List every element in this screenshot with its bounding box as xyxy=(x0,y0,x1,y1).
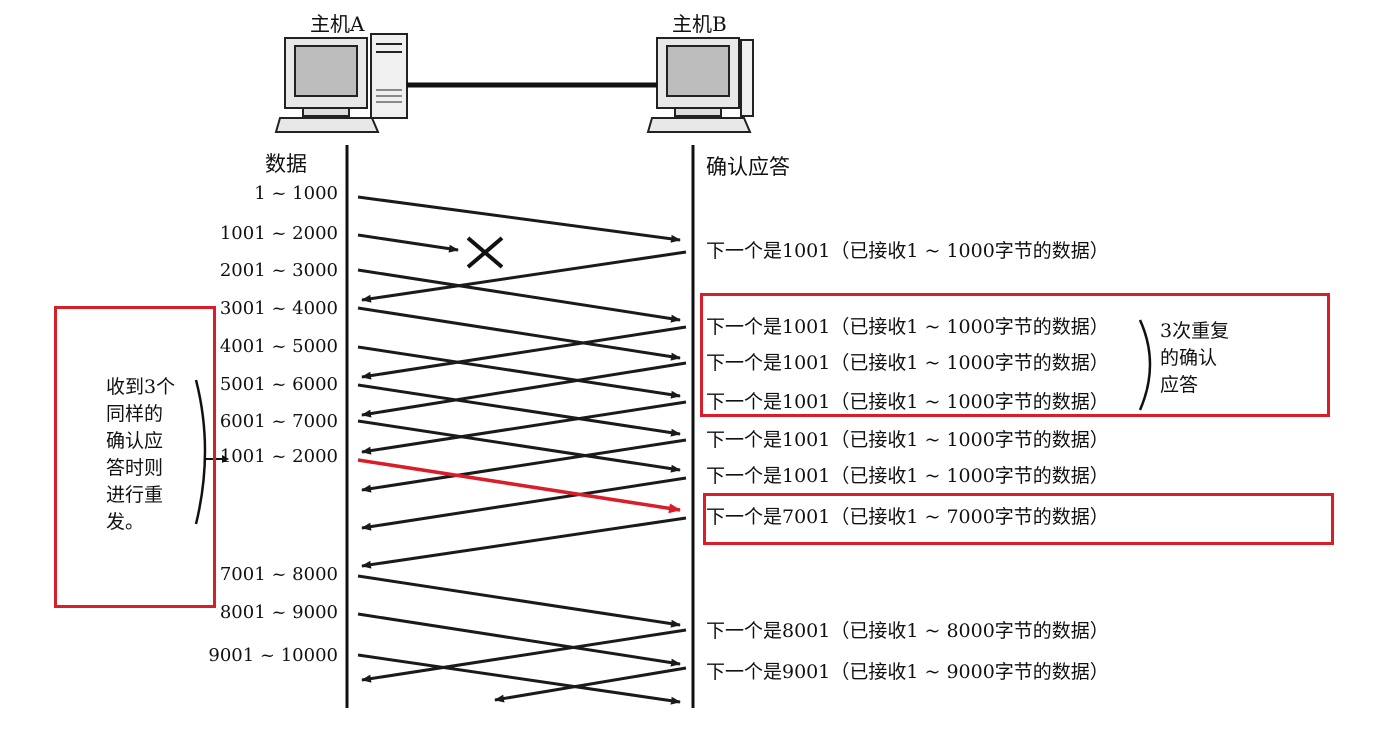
data-arrow xyxy=(357,653,681,705)
segment-label: 6001 ~ 7000 xyxy=(219,411,338,432)
host-b-label: 主机B xyxy=(672,12,727,36)
ack-arrow xyxy=(361,361,687,418)
computer-icon xyxy=(274,33,408,133)
ack-label: 下一个是1001（已接收1 ~ 1000字节的数据） xyxy=(706,391,1109,413)
data-arrow xyxy=(357,612,681,667)
segment-label: 5001 ~ 6000 xyxy=(219,374,338,395)
ack-label: 下一个是9001（已接收1 ~ 9000字节的数据） xyxy=(706,661,1109,683)
duplicate-ack-note: 3次重复 的确认 应答 xyxy=(1160,320,1230,396)
duplicate-ack-highlight xyxy=(700,293,1330,417)
retransmit-arrow xyxy=(357,458,681,514)
retransmit-note-highlight xyxy=(54,306,216,608)
computer-icon xyxy=(646,37,754,133)
lost-data-arrow xyxy=(357,233,459,253)
segment-label: 7001 ~ 8000 xyxy=(219,564,338,585)
ack-label: 下一个是8001（已接收1 ~ 8000字节的数据） xyxy=(706,620,1109,642)
segment-label: 4001 ~ 5000 xyxy=(219,336,338,357)
ack-arrow xyxy=(361,400,687,455)
ack-label: 下一个是1001（已接收1 ~ 1000字节的数据） xyxy=(706,316,1109,338)
ack-label: 下一个是1001（已接收1 ~ 1000字节的数据） xyxy=(706,352,1109,374)
data-arrow xyxy=(357,268,681,323)
receiver-header: 确认应答 xyxy=(706,155,790,179)
segment-label: 1001 ~ 2000 xyxy=(219,223,338,244)
ack-label: 下一个是1001（已接收1 ~ 1000字节的数据） xyxy=(706,465,1109,487)
retransmit-note: 收到3个 同样的 确认应 答时则 进行重 发。 xyxy=(106,376,176,533)
data-arrow xyxy=(357,345,681,399)
segment-label: 9001 ~ 10000 xyxy=(208,645,338,666)
data-arrow xyxy=(357,306,681,361)
segment-label: 1 ~ 1000 xyxy=(254,183,338,204)
ack-label: 下一个是1001（已接收1 ~ 1000字节的数据） xyxy=(706,429,1109,451)
ack-arrow xyxy=(361,250,687,303)
ack-arrow xyxy=(494,666,687,703)
ack-arrow xyxy=(361,516,687,569)
new-ack-highlight xyxy=(703,493,1334,545)
data-arrow xyxy=(357,574,681,628)
duplicate-brace xyxy=(1138,319,1152,411)
ack-label: 下一个是1001（已接收1 ~ 1000字节的数据） xyxy=(706,240,1109,262)
ack-label: 下一个是7001（已接收1 ~ 7000字节的数据） xyxy=(706,506,1109,528)
ack-arrow xyxy=(361,628,687,683)
segment-label: 8001 ~ 9000 xyxy=(219,602,338,623)
retransmit-brace xyxy=(194,379,207,525)
ack-arrow xyxy=(361,438,687,493)
lost-packet-icon xyxy=(466,236,504,269)
ack-arrow xyxy=(361,325,687,380)
data-arrow xyxy=(357,383,681,437)
segment-label: 3001 ~ 4000 xyxy=(219,298,338,319)
segment-label: 2001 ~ 3000 xyxy=(219,260,338,281)
data-arrow xyxy=(357,195,681,243)
host-a-label: 主机A xyxy=(310,12,365,36)
retransmit-segment-label: 1001 ~ 2000 xyxy=(219,446,338,467)
data-arrow xyxy=(357,419,681,473)
sender-header: 数据 xyxy=(265,152,307,176)
ack-arrow xyxy=(361,476,687,531)
